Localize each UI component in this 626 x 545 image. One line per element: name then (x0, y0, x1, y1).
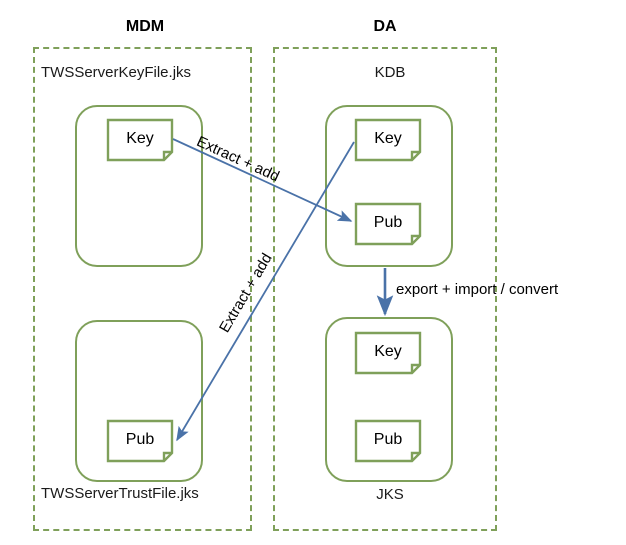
column-title-mdm: MDM (125, 18, 165, 35)
store-label-kdb: KDB (374, 64, 406, 81)
store-label-tws-trustfile: TWSServerTrustFile.jks (41, 485, 199, 502)
note-shape-icon (106, 118, 174, 162)
note-shape-icon (354, 118, 422, 162)
note-jks-key: Key (354, 331, 422, 375)
note-shape-icon (354, 202, 422, 246)
note-label-mdm-pub: Pub (125, 430, 155, 448)
note-jks-pub: Pub (354, 419, 422, 463)
note-kdb-pub: Pub (354, 202, 422, 246)
edge-label-kdb-to-jks: export + import / convert (396, 281, 559, 298)
note-label-mdm-key: Key (126, 129, 154, 147)
note-shape-icon (354, 419, 422, 463)
column-title-da: DA (373, 18, 397, 35)
note-label-kdb-pub: Pub (373, 213, 403, 231)
store-label-jks: JKS (376, 486, 404, 503)
note-shape-icon (106, 419, 174, 463)
note-label-kdb-key: Key (374, 129, 402, 147)
note-label-jks-pub: Pub (373, 430, 403, 448)
note-kdb-key: Key (354, 118, 422, 162)
note-mdm-pub: Pub (106, 419, 174, 463)
store-label-tws-keyfile: TWSServerKeyFile.jks (41, 64, 192, 81)
note-shape-icon (354, 331, 422, 375)
note-label-jks-key: Key (374, 342, 402, 360)
note-mdm-key: Key (106, 118, 174, 162)
